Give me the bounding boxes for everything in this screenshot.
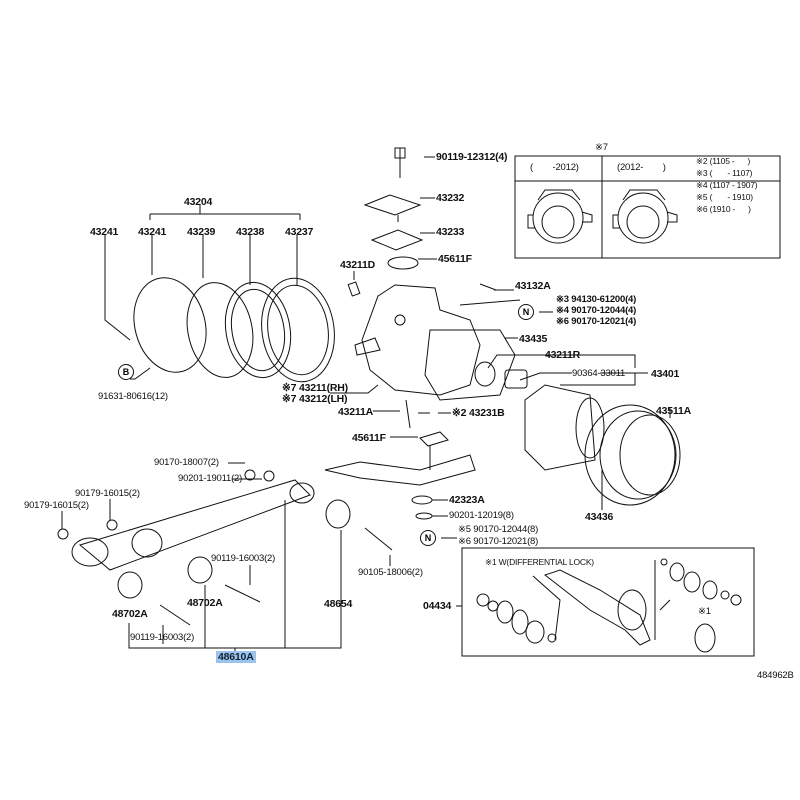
part-label[interactable]: 42323A [449, 494, 485, 506]
n-symbol: N [420, 530, 436, 546]
part-label[interactable]: 90119-12312(4) [436, 151, 508, 163]
note-1-marker: ※1 [698, 606, 711, 617]
note-3: ※3 ( - 1107) [696, 168, 753, 178]
axle-hub-43401 [524, 384, 681, 506]
part-label-highlighted[interactable]: 48610A [216, 651, 256, 663]
part-label[interactable]: 43233 [436, 226, 465, 238]
part-label[interactable]: ※7 43212(LH) [282, 393, 348, 405]
part-label[interactable]: 43211R [545, 349, 581, 361]
inset-box-frame [514, 155, 781, 259]
note-2: ※2 (1105 - ) [696, 156, 751, 166]
part-label[interactable]: 43232 [436, 192, 465, 204]
n-symbol: N [518, 304, 534, 320]
part-label[interactable]: 43239 [187, 226, 216, 238]
part-label[interactable]: ※4 90170-12044(4) [556, 305, 637, 316]
part-label[interactable]: ※6 90170-12021(4) [556, 316, 637, 327]
part-label[interactable]: ※3 94130-61200(4) [556, 294, 637, 305]
note-5: ※5 ( - 1910) [696, 192, 753, 202]
inset-col-new: (2012- ) [617, 162, 666, 173]
part-label[interactable]: 43401 [651, 368, 680, 380]
part-label[interactable]: 90119-16003(2) [130, 632, 195, 643]
part-label[interactable]: 90201-19011(2) [178, 473, 243, 484]
bolt-top [394, 147, 435, 178]
inset-col-old: ( -2012) [530, 162, 579, 173]
diff-lock-parts [476, 558, 742, 653]
part-label[interactable]: 90105-18006(2) [358, 567, 423, 578]
b-symbol: B [118, 364, 134, 380]
part-label[interactable]: 43237 [285, 226, 314, 238]
seal-43241 [133, 277, 207, 373]
inset-marker: ※7 [595, 142, 608, 153]
part-label[interactable]: 04434 [423, 600, 452, 612]
radius-arm-48610A [57, 469, 351, 599]
diff-lock-note: ※1 W(DIFFERENTIAL LOCK) [485, 557, 594, 567]
part-label[interactable]: 43436 [585, 511, 614, 523]
part-label[interactable]: ※7 43211(RH) [282, 382, 348, 394]
diagram-code: 484962B [757, 670, 794, 681]
gasket-43435 [424, 329, 516, 401]
part-label[interactable]: 43211A [338, 406, 374, 418]
part-label[interactable]: 43132A [515, 280, 551, 292]
part-label[interactable]: 43238 [236, 226, 265, 238]
note-4: ※4 (1107 - 1907) [696, 180, 758, 190]
part-label[interactable]: 90119-16003(2) [211, 553, 276, 564]
part-label[interactable]: 43241 [138, 226, 167, 238]
differential-lock-box [461, 547, 755, 657]
part-label[interactable]: 48702A [187, 597, 223, 609]
knuckle-inset-new [612, 189, 678, 244]
knuckle-inset-old [527, 189, 593, 244]
part-label[interactable]: ※6 90170-12021(8) [458, 536, 539, 547]
part-label[interactable]: 43241 [90, 226, 119, 238]
part-label[interactable]: 90179-16015(2) [75, 488, 140, 499]
part-label[interactable]: 90201-12019(8) [449, 510, 514, 521]
part-label[interactable]: ※5 90170-12044(8) [458, 524, 539, 535]
part-label[interactable]: 43211D [340, 259, 376, 271]
part-label[interactable]: 90179-16015(2) [24, 500, 89, 511]
steering-arm [324, 445, 476, 486]
part-label[interactable]: 45611F [352, 432, 386, 444]
date-notes: ※2 (1105 - ) ※3 ( - 1107) ※4 (1107 - 190… [696, 155, 758, 215]
part-label[interactable]: 90364-33011 [572, 368, 626, 379]
part-label[interactable]: 43511A [656, 405, 692, 417]
part-label[interactable]: 48654 [324, 598, 353, 610]
note-6: ※6 (1910 - ) [696, 204, 751, 214]
part-label[interactable]: 91631-80616(12) [98, 391, 168, 402]
part-label[interactable]: 43204 [184, 196, 213, 208]
part-label[interactable]: 48702A [112, 608, 148, 620]
steering-knuckle [354, 284, 528, 401]
part-label[interactable]: 43435 [519, 333, 548, 345]
part-label[interactable]: 90170-18007(2) [154, 457, 219, 468]
part-label[interactable]: ※2 43231B [452, 407, 505, 419]
part-label[interactable]: 45611F [438, 253, 472, 265]
bolt-43132A [479, 283, 514, 291]
